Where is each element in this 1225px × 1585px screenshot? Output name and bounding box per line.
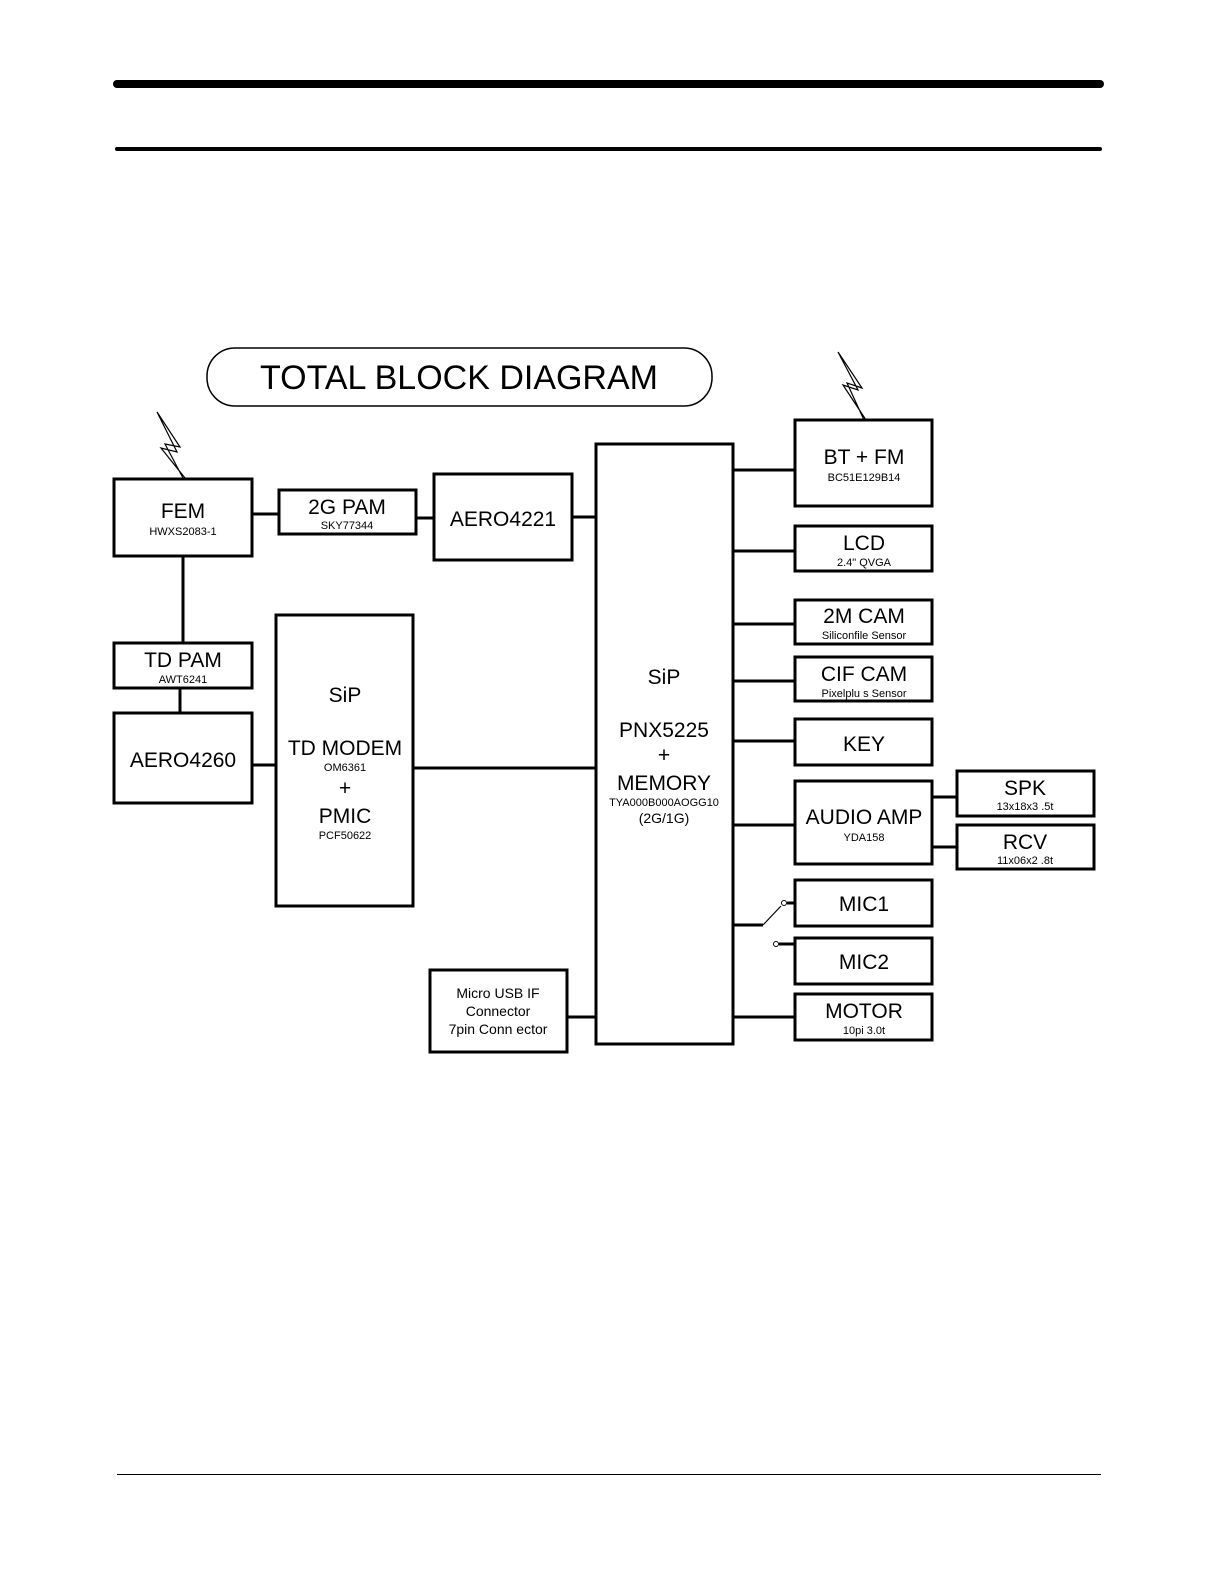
block-fem-label: FEM: [161, 500, 205, 523]
block-td-modem-sip: SiP TD MODEM OM6361 + PMIC PCF50622: [274, 613, 415, 908]
usb-line1: Micro USB IF: [456, 985, 539, 1001]
block-mic1: MIC1: [793, 878, 934, 928]
title-text: TOTAL BLOCK DIAGRAM: [260, 359, 658, 397]
modem-td-modem-label: TD MODEM: [288, 737, 402, 760]
block-main-sip: SiP PNX5225 + MEMORY TYA000B000AOGG10 (2…: [594, 442, 735, 1046]
header-rule-thick: [113, 80, 1104, 88]
memory-size: (2G/1G): [639, 810, 690, 826]
block-td-pam-label: TD PAM: [144, 649, 222, 672]
block-motor-label: MOTOR: [825, 1000, 903, 1023]
main-sip-label: SiP: [648, 666, 681, 689]
block-motor-part: 10pi 3.0t: [843, 1025, 885, 1037]
block-cif-cam-label: CIF CAM: [821, 663, 907, 686]
modem-part: OM6361: [324, 762, 366, 774]
block-mic2: MIC2: [793, 936, 934, 986]
block-key-label: KEY: [843, 733, 885, 756]
modem-sip-label: SiP: [329, 684, 362, 707]
block-bt-fm: BT + FM BC51E129B14: [793, 418, 934, 508]
block-micro-usb: Micro USB IF Connector 7pin Conn ector: [428, 968, 569, 1054]
block-2m-cam: 2M CAM Siliconfile Sensor: [793, 598, 934, 646]
block-2g-pam: 2G PAM SKY77344: [277, 488, 418, 536]
block-td-pam-part: AWT6241: [159, 674, 208, 686]
block-cif-cam-part: Pixelplu s Sensor: [822, 688, 907, 700]
block-bt-fm-part: BC51E129B14: [828, 472, 901, 484]
block-spk-part: 13x18x3 .5t: [997, 801, 1054, 813]
mic-switch-contact-2: [773, 941, 779, 947]
block-lcd-label: LCD: [843, 532, 885, 555]
block-motor: MOTOR 10pi 3.0t: [793, 992, 934, 1042]
block-mic2-label: MIC2: [839, 951, 889, 974]
block-rcv: RCV 11x06x2 .8t: [955, 823, 1096, 871]
antenna-icon-bt: [837, 351, 867, 421]
mic-switch-contact-1: [781, 900, 787, 906]
block-bt-fm-label: BT + FM: [824, 446, 905, 469]
block-lcd: LCD 2.4" QVGA: [793, 524, 934, 573]
block-lcd-part: 2.4" QVGA: [837, 557, 892, 569]
memory-part: TYA000B000AOGG10: [609, 797, 719, 809]
block-spk: SPK 13x18x3 .5t: [955, 769, 1096, 818]
main-plus: +: [658, 744, 670, 767]
usb-line3: 7pin Conn ector: [449, 1021, 548, 1037]
block-audio-amp-label: AUDIO AMP: [806, 806, 923, 829]
block-aero4260: AERO4260: [112, 711, 254, 805]
block-2g-pam-label: 2G PAM: [308, 496, 386, 519]
antenna-icon-fem: [156, 411, 186, 479]
modem-pmic-label: PMIC: [319, 805, 372, 828]
block-aero4221: AERO4221: [432, 472, 574, 562]
modem-plus: +: [339, 777, 351, 800]
title-frame: [206, 347, 713, 407]
usb-line2: Connector: [466, 1003, 531, 1019]
diagram-title: TOTAL BLOCK DIAGRAM: [206, 347, 713, 407]
block-2m-cam-label: 2M CAM: [823, 605, 905, 628]
footer-rule: [117, 1474, 1101, 1475]
block-aero4221-label: AERO4221: [450, 508, 556, 531]
main-memory-label: MEMORY: [617, 772, 711, 795]
block-audio-amp: AUDIO AMP YDA158: [793, 779, 934, 866]
header-rule: [115, 147, 1102, 151]
block-rcv-part: 11x06x2 .8t: [997, 855, 1053, 867]
main-pnx5225-label: PNX5225: [619, 719, 709, 742]
block-audio-amp-part: YDA158: [844, 832, 885, 844]
block-mic1-label: MIC1: [839, 893, 889, 916]
block-2g-pam-part: SKY77344: [321, 520, 374, 532]
mic-switch-arm: [762, 905, 782, 926]
block-td-pam: TD PAM AWT6241: [112, 641, 254, 690]
pmic-part: PCF50622: [319, 830, 372, 842]
connections: [178, 468, 957, 1019]
block-rcv-label: RCV: [1003, 831, 1047, 854]
block-aero4260-label: AERO4260: [130, 749, 236, 772]
block-fem-part: HWXS2083-1: [149, 526, 216, 538]
block-fem: FEM HWXS2083-1: [112, 477, 254, 558]
block-2m-cam-part: Siliconfile Sensor: [822, 630, 907, 642]
block-key: KEY: [793, 717, 934, 767]
block-cif-cam: CIF CAM Pixelplu s Sensor: [793, 655, 934, 703]
block-spk-label: SPK: [1004, 777, 1046, 800]
